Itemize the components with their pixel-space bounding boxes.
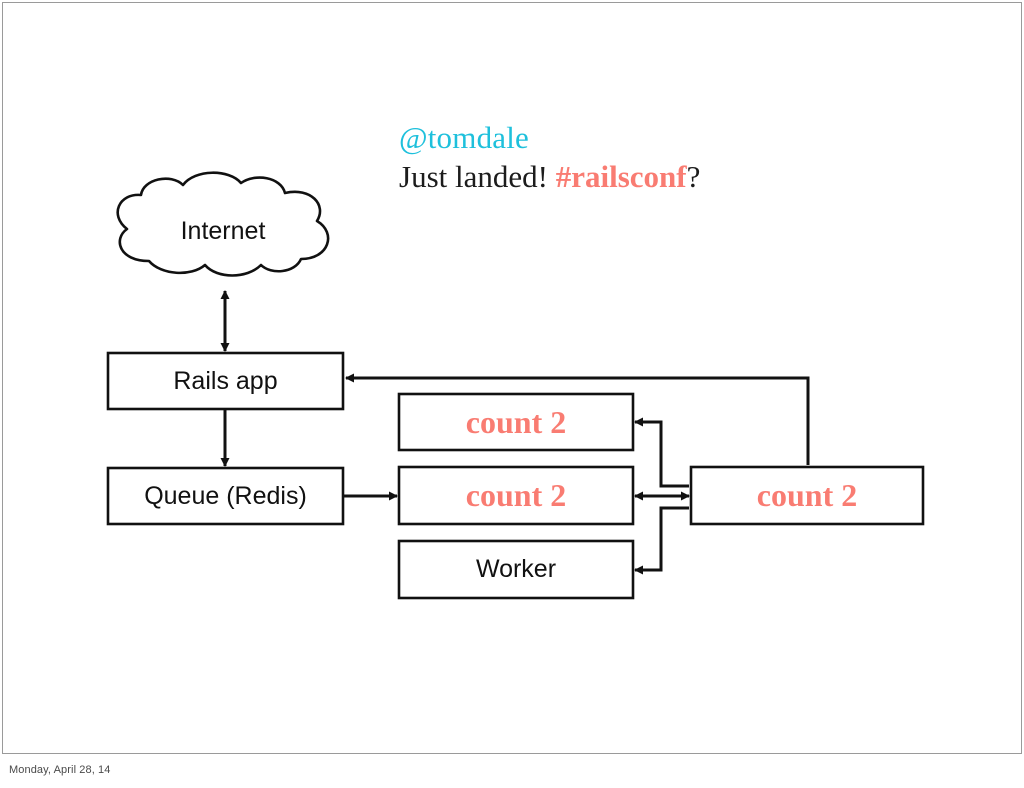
slide-canvas: Internet Rails app Queue (Redis) count 2… <box>2 2 1022 754</box>
node-queue-shape <box>106 466 345 526</box>
edge-hub-rails <box>345 373 810 465</box>
node-worker-2-shape <box>397 465 635 526</box>
tweet-overlay: @tomdale Just landed! #railsconf? <box>399 119 919 197</box>
edge-hub-worker3 <box>634 506 689 575</box>
edge-hub-worker1 <box>634 417 689 488</box>
architecture-diagram <box>106 171 925 600</box>
tweet-hashtag: #railsconf <box>555 159 687 194</box>
node-worker-3-shape <box>397 539 635 600</box>
node-worker-1-shape <box>397 392 635 452</box>
tweet-handle: @tomdale <box>399 120 530 155</box>
node-internet-shape <box>116 171 330 277</box>
tweet-text-after: ? <box>686 159 701 194</box>
node-rails-app-shape <box>106 351 345 411</box>
slide-timestamp: Monday, April 28, 14 <box>9 764 111 776</box>
node-hub-shape <box>689 465 925 526</box>
tweet-text-before: Just landed! <box>399 159 556 194</box>
tweet-body: Just landed! #railsconf? <box>399 157 919 197</box>
